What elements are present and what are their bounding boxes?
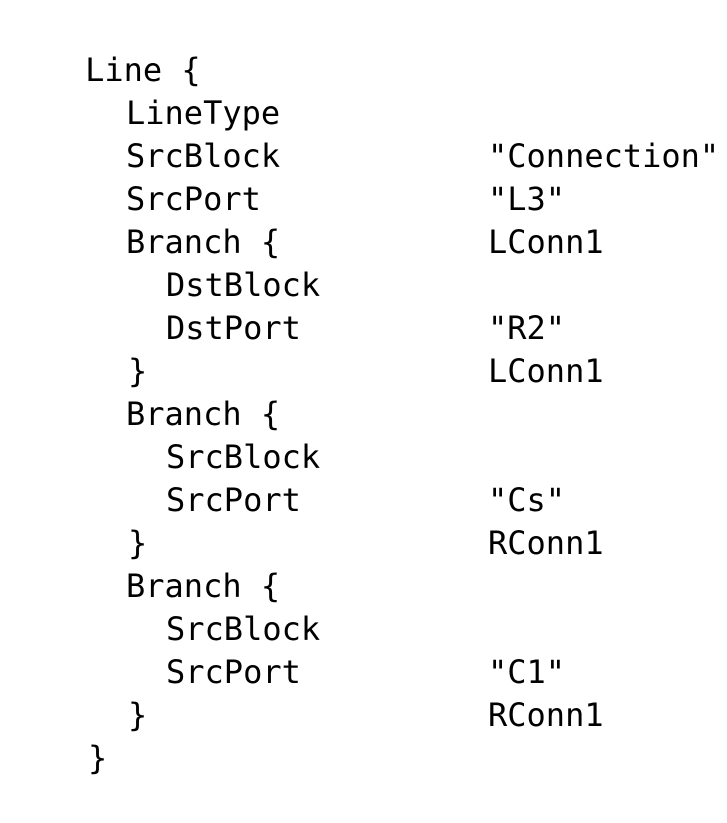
branch-3-close-brace: } (128, 696, 148, 734)
branch-3-port-key: SrcPort (166, 653, 301, 691)
branch-3-block-value: "C1" (488, 653, 566, 691)
branch-2-port-value: RConn1 (488, 524, 604, 562)
src-block-key: SrcBlock (126, 137, 281, 175)
branch-1-block-value: "R2" (488, 309, 566, 347)
branch-3-open-text: Branch { (126, 567, 281, 605)
branch-2-close-brace: } (128, 524, 148, 562)
branch-2-block-row: SrcBlock "Cs" (0, 393, 565, 519)
line-type-value: "Connection" (488, 137, 720, 175)
line-close-brace: } (88, 739, 108, 777)
branch-1-open-text: Branch { (126, 223, 281, 261)
src-port-key: SrcPort (126, 180, 261, 218)
branch-3-port-row: SrcPort RConn1 (0, 608, 604, 734)
branch-2-port-key: SrcPort (166, 481, 301, 519)
branch-3-open: Branch { (0, 522, 280, 605)
line-block-close: } (0, 694, 107, 777)
branch-2-open-text: Branch { (126, 395, 281, 433)
line-type-row: LineType "Connection" (0, 49, 719, 175)
branch-1-open: Branch { (0, 178, 280, 261)
branch-2-block-key: SrcBlock (166, 438, 321, 476)
line-open-text: Line { (85, 51, 201, 89)
branch-2-port-row: SrcPort RConn1 (0, 436, 604, 562)
src-block-row: SrcBlock "L3" (0, 92, 565, 218)
branch-2-close: } (0, 479, 147, 562)
branch-1-port-value: LConn1 (488, 352, 604, 390)
branch-1-close: } (0, 307, 147, 390)
branch-3-close: } (0, 651, 147, 734)
src-port-row: SrcPort LConn1 (0, 135, 604, 261)
branch-3-block-key: SrcBlock (166, 610, 321, 648)
src-port-value: LConn1 (488, 223, 604, 261)
branch-3-port-value: RConn1 (488, 696, 604, 734)
branch-1-port-row: DstPort LConn1 (0, 264, 604, 390)
branch-1-block-row: DstBlock "R2" (0, 221, 565, 347)
branch-2-block-value: "Cs" (488, 481, 566, 519)
branch-1-close-brace: } (128, 352, 148, 390)
branch-2-open: Branch { (0, 350, 280, 433)
branch-1-port-key: DstPort (166, 309, 301, 347)
src-block-value: "L3" (488, 180, 566, 218)
code-listing: Line { LineType "Connection" SrcBlock "L… (0, 6, 719, 777)
line-block-open: Line { (8, 6, 201, 89)
branch-1-block-key: DstBlock (166, 266, 321, 304)
branch-3-block-row: SrcBlock "C1" (0, 565, 565, 691)
line-type-key: LineType (126, 94, 281, 132)
